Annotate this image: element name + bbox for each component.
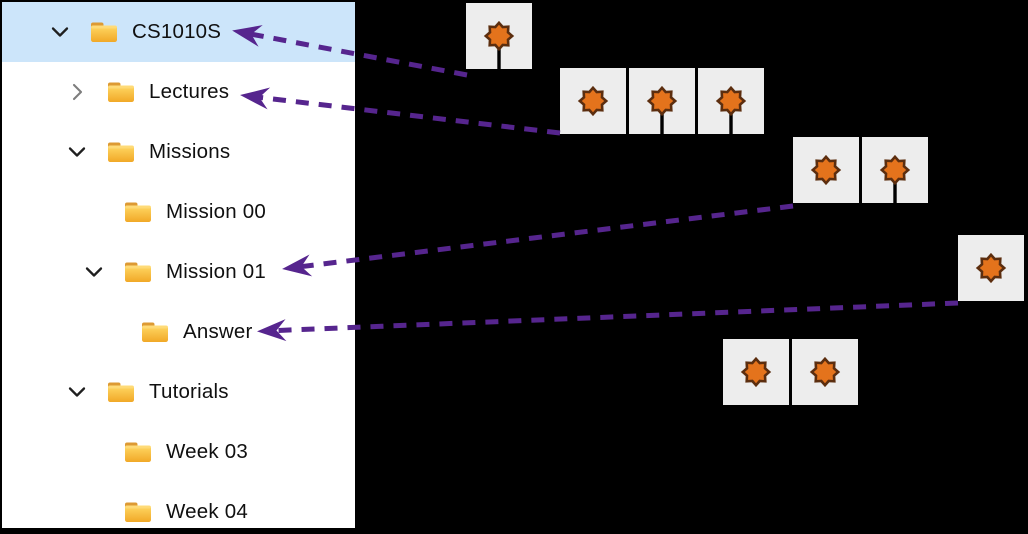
sprite-box <box>793 137 859 203</box>
indent-spacer <box>2 32 45 33</box>
indent-spacer <box>2 272 79 273</box>
tree-item-missions[interactable]: Missions <box>2 122 355 182</box>
tree-item-mission-00[interactable]: Mission 00 <box>2 182 355 242</box>
flower-icon <box>810 154 842 186</box>
tree-item-label: Answer <box>183 320 253 343</box>
tree-item-answer[interactable]: Answer <box>2 302 355 362</box>
chevron-right-icon[interactable] <box>71 83 83 101</box>
folder-icon-wrap <box>107 141 135 163</box>
sprite-box <box>466 3 532 69</box>
indent-spacer <box>2 152 62 153</box>
folder-icon-wrap <box>124 441 152 463</box>
expand-toggle[interactable] <box>62 140 92 164</box>
flower-stem <box>729 108 733 134</box>
folder-icon-wrap <box>124 261 152 283</box>
tree-item-label: Week 04 <box>166 500 248 523</box>
chevron-down-icon[interactable] <box>68 146 86 158</box>
expand-toggle[interactable] <box>45 20 75 44</box>
sprite-box <box>723 339 789 405</box>
tree-item-mission-01[interactable]: Mission 01 <box>2 242 355 302</box>
tree-item-label: Missions <box>149 140 231 163</box>
indent-spacer <box>2 512 79 513</box>
chevron-placeholder <box>79 200 109 224</box>
indent-spacer <box>2 212 79 213</box>
flower-icon <box>740 356 772 388</box>
folder-icon-wrap <box>141 321 169 343</box>
chevron-placeholder <box>79 440 109 464</box>
tree-item-cs1010s[interactable]: CS1010S <box>2 2 355 62</box>
flower-icon <box>879 154 911 186</box>
tree-item-label: Week 03 <box>166 440 248 463</box>
folder-icon-wrap <box>107 81 135 103</box>
lectures-sprite-strip <box>560 68 764 134</box>
chevron-down-icon[interactable] <box>68 386 86 398</box>
tree-item-tutorials[interactable]: Tutorials <box>2 362 355 422</box>
sprite-box <box>792 339 858 405</box>
tree-item-label: Lectures <box>149 80 230 103</box>
dashed-arrow-to-mission-01 <box>282 203 794 277</box>
expand-toggle[interactable] <box>62 80 92 104</box>
tree-item-label: CS1010S <box>132 20 222 43</box>
flower-stem <box>893 177 897 203</box>
folder-icon <box>91 22 117 42</box>
flower-icon <box>577 85 609 117</box>
chevron-down-icon[interactable] <box>85 266 103 278</box>
indent-spacer <box>2 392 62 393</box>
sprite-box <box>958 235 1024 301</box>
folder-icon <box>125 202 151 222</box>
sprite-box <box>560 68 626 134</box>
chevron-down-icon[interactable] <box>51 26 69 38</box>
tree-item-lectures[interactable]: Lectures <box>2 62 355 122</box>
flower-icon <box>809 356 841 388</box>
tree-item-week-03[interactable]: Week 03 <box>2 422 355 482</box>
tree-item-label: Mission 00 <box>166 200 266 223</box>
sprite-box <box>862 137 928 203</box>
cs1010s-sprite-strip <box>466 3 532 69</box>
tree-item-label: Tutorials <box>149 380 229 403</box>
chevron-placeholder <box>96 320 126 344</box>
indent-spacer <box>2 332 96 333</box>
expand-toggle[interactable] <box>62 380 92 404</box>
folder-icon <box>108 82 134 102</box>
folder-icon-wrap <box>124 501 152 523</box>
flower-stem <box>660 108 664 134</box>
folder-icon-wrap <box>124 201 152 223</box>
flower-icon <box>975 252 1007 284</box>
mission01-sprite-strip <box>793 137 928 203</box>
folder-icon <box>108 142 134 162</box>
folder-icon <box>125 442 151 462</box>
indent-spacer <box>2 452 79 453</box>
folder-icon <box>142 322 168 342</box>
folder-icon-wrap <box>107 381 135 403</box>
tree-item-week-04[interactable]: Week 04 <box>2 482 355 528</box>
indent-spacer <box>2 92 62 93</box>
sprite-box <box>698 68 764 134</box>
folder-icon <box>125 502 151 522</box>
folder-icon <box>108 382 134 402</box>
tree-item-label: Mission 01 <box>166 260 266 283</box>
flower-icon <box>646 85 678 117</box>
answer-sprite-strip <box>958 235 1024 301</box>
expand-toggle[interactable] <box>79 260 109 284</box>
folder-icon <box>125 262 151 282</box>
sprite-box <box>629 68 695 134</box>
flower-icon <box>715 85 747 117</box>
chevron-placeholder <box>79 500 109 524</box>
bottom-sprite-strip <box>723 339 858 405</box>
flower-stem <box>497 43 501 69</box>
folder-icon-wrap <box>90 21 118 43</box>
dashed-arrow-to-answer <box>257 300 959 342</box>
flower-icon <box>483 20 515 52</box>
